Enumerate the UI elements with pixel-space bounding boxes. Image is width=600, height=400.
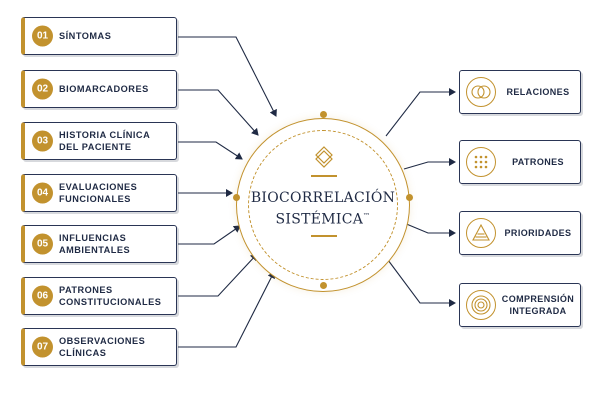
central-hub: BIOCORRELACIÓN SISTÉMICA™	[236, 118, 410, 292]
hub-dashed-ring	[248, 130, 398, 280]
hub-bottom-rule	[311, 235, 337, 237]
hub-dot-right	[406, 194, 413, 201]
concentric-circles-icon	[466, 290, 496, 320]
input-label: BIOMARCADORES	[59, 84, 149, 94]
arrow-influencias	[178, 225, 241, 245]
output-box-prioridades: PRIORIDADES	[459, 211, 581, 255]
arrow-sintomas	[178, 36, 277, 117]
step-number: 07	[32, 336, 53, 358]
arrow-historia	[178, 141, 243, 160]
diamond-knot-icon	[315, 146, 333, 168]
arrow-prioridades	[403, 222, 456, 237]
overlap-circles-icon	[466, 77, 496, 107]
arrow-patrones	[403, 158, 456, 170]
arrow-observaciones	[178, 271, 275, 348]
step-number: 05	[32, 233, 53, 255]
step-number: 02	[32, 78, 53, 100]
input-box-biomarcadores: 02 BIOMARCADORES	[21, 70, 177, 108]
triangle-icon	[466, 218, 496, 248]
step-number: 03	[32, 130, 53, 152]
output-label: PRIORIDADES	[504, 228, 572, 238]
output-label: PATRONES	[512, 157, 564, 167]
step-number: 04	[32, 182, 53, 204]
input-label: SÍNTOMAS	[59, 31, 112, 41]
output-box-relaciones: RELACIONES	[459, 70, 581, 114]
step-number: 01	[32, 25, 53, 47]
output-box-patrones: PATRONES	[459, 140, 581, 184]
hub-dot-left	[233, 194, 240, 201]
hub-dot-top	[320, 111, 327, 118]
hub-title: BIOCORRELACIÓN SISTÉMICA™	[250, 190, 396, 228]
input-box-sintomas: 01 SÍNTOMAS	[21, 17, 177, 55]
hub-dot-bottom	[320, 282, 327, 289]
step-number: 06	[32, 285, 53, 307]
arrow-patrones-const	[178, 253, 258, 297]
arrow-relaciones	[385, 88, 456, 137]
hub-top-rule	[311, 175, 337, 177]
dot-grid-icon	[466, 147, 496, 177]
output-label: RELACIONES	[506, 87, 570, 97]
arrow-comprension	[384, 255, 456, 307]
arrow-biomarcadores	[178, 89, 259, 136]
